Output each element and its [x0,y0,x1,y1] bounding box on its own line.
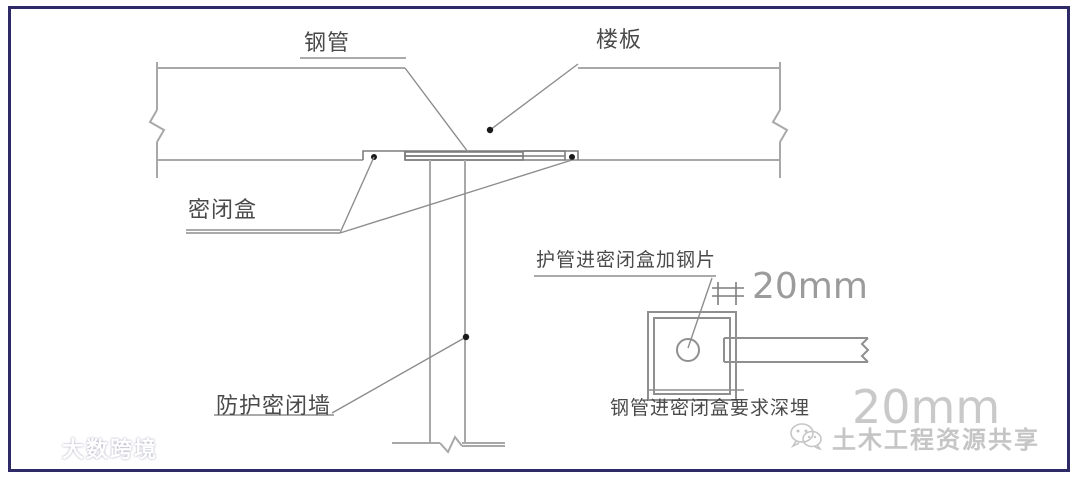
label-steel-pipe: 钢管 [304,31,351,56]
dimension-embed-depth: 20mm [852,380,1001,434]
inner-frame-border [13,11,1065,467]
dimension-plate-thickness: 20mm [752,266,868,307]
watermark-right-text: 土木工程资源共享 [832,426,1040,454]
break-line-left [148,62,166,178]
leader-pipe-steel-plate [687,277,713,349]
wechat-icon [790,422,824,454]
outer-frame-border [8,6,1070,472]
label-pipe-into-box-steel-plate: 护管进密闭盒加钢片 [536,249,717,271]
protective-sealed-wall [392,160,505,454]
label-pipe-into-box-requirement: 钢管进密闭盒要求深埋 [610,397,811,419]
label-protective-sealed-wall: 防护密闭墙 [216,394,332,419]
pipe-detail [723,337,870,363]
brand-logo-icon [25,439,56,457]
dimension-tick-20mm [712,282,744,305]
watermark-left-text: 大数跨境 [62,438,159,463]
sealed-box-detail [647,311,737,401]
watermark-right: 土木工程资源共享 [790,420,1040,455]
break-line-right [771,62,789,178]
label-sealed-box: 密闭盒 [188,198,258,223]
watermark-left: 大数跨境 [25,432,159,464]
sealed-box-in-slab [362,150,579,161]
leader-sealed-box [186,156,573,234]
leader-steel-pipe [404,67,469,153]
leader-protective-wall [331,333,470,414]
leader-floor-slab [486,63,579,134]
label-floor-slab: 楼板 [596,28,643,53]
